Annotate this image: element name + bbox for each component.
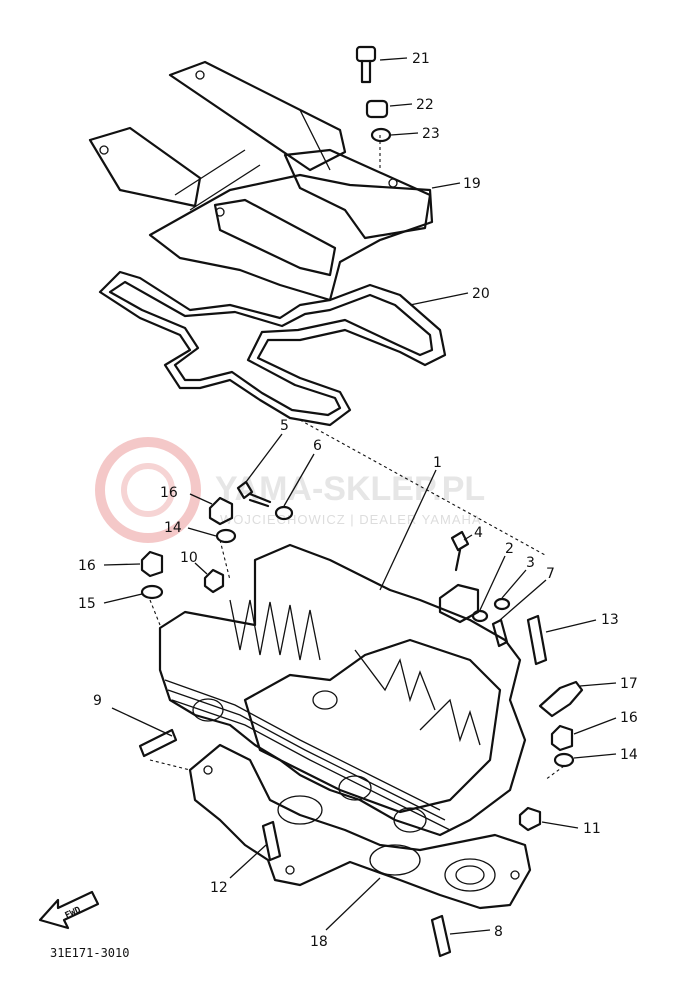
callout-12: 12 [210,880,228,896]
pin-7-icon [491,618,509,648]
callout-23: 23 [422,126,440,142]
callout-labels: 21 22 23 19 20 5 6 1 16 14 16 10 15 4 2 … [78,51,638,950]
callout-19: 19 [463,176,481,192]
callout-11: 11 [583,821,601,837]
hardware-parts [138,45,584,958]
washer-14-right-icon [553,752,575,768]
callout-14-upper: 14 [164,520,182,536]
callout-1: 1 [433,455,442,471]
cylinder-head-gasket [188,743,532,910]
washer-15-icon [140,584,164,600]
callout-10: 10 [180,550,198,566]
stud-13-icon [526,614,548,666]
washer-6-icon [274,505,294,521]
fwd-arrow: FWD [38,890,100,930]
bolt-5-icon [236,480,272,508]
fwd-label: FWD [64,905,83,921]
callout-22: 22 [416,97,434,113]
washer-14-upper-icon [215,528,237,544]
cylinder-head-cover [88,60,434,302]
diagram-code: 31E171-3010 [50,946,129,960]
callout-3: 3 [526,555,535,571]
callout-8: 8 [494,924,503,940]
cap-nut-16-upper-icon [208,496,234,526]
callout-15: 15 [78,596,96,612]
watermark: YAMA-SKLEP.PL WOJCIECHOWICZ | DEALER YAM… [95,437,485,543]
callout-16-right: 16 [620,710,638,726]
bolt-4-icon [450,530,470,572]
callout-21: 21 [412,51,430,67]
callout-9: 9 [93,693,102,709]
cylinder-head [158,543,527,837]
stud-9-icon [138,728,178,758]
leader-lines [103,57,617,935]
callout-16-upper: 16 [160,485,178,501]
callout-7: 7 [546,566,555,582]
head-cover-gasket [98,270,447,427]
callout-2: 2 [505,541,514,557]
watermark-logo-icon [95,437,201,543]
spark-plug-17-icon [538,680,584,718]
cap-nut-16-left-icon [140,550,164,578]
callout-5: 5 [280,418,289,434]
fwd-arrow-icon [38,890,100,930]
nut-10-icon [203,568,225,594]
callout-16-left: 16 [78,558,96,574]
nut-11-icon [518,806,542,832]
watermark-title: YAMA-SKLEP.PL [215,470,485,508]
washer-23-icon [370,127,392,143]
callout-4: 4 [474,525,483,541]
bolt-21-icon [355,45,377,63]
callout-13: 13 [601,612,619,628]
callout-20: 20 [472,286,490,302]
callout-6: 6 [313,438,322,454]
stud-8-icon [430,914,452,958]
washer-3-icon [493,597,511,611]
stud-12-icon [261,820,282,862]
watermark-subtitle: WOJCIECHOWICZ | DEALER YAMAHA [220,512,482,527]
washer-2-icon [471,609,489,623]
callout-17: 17 [620,676,638,692]
cap-nut-16-right-icon [550,724,574,752]
callout-14-right: 14 [620,747,638,763]
collar-22-icon [365,99,389,119]
callout-18: 18 [310,934,328,950]
